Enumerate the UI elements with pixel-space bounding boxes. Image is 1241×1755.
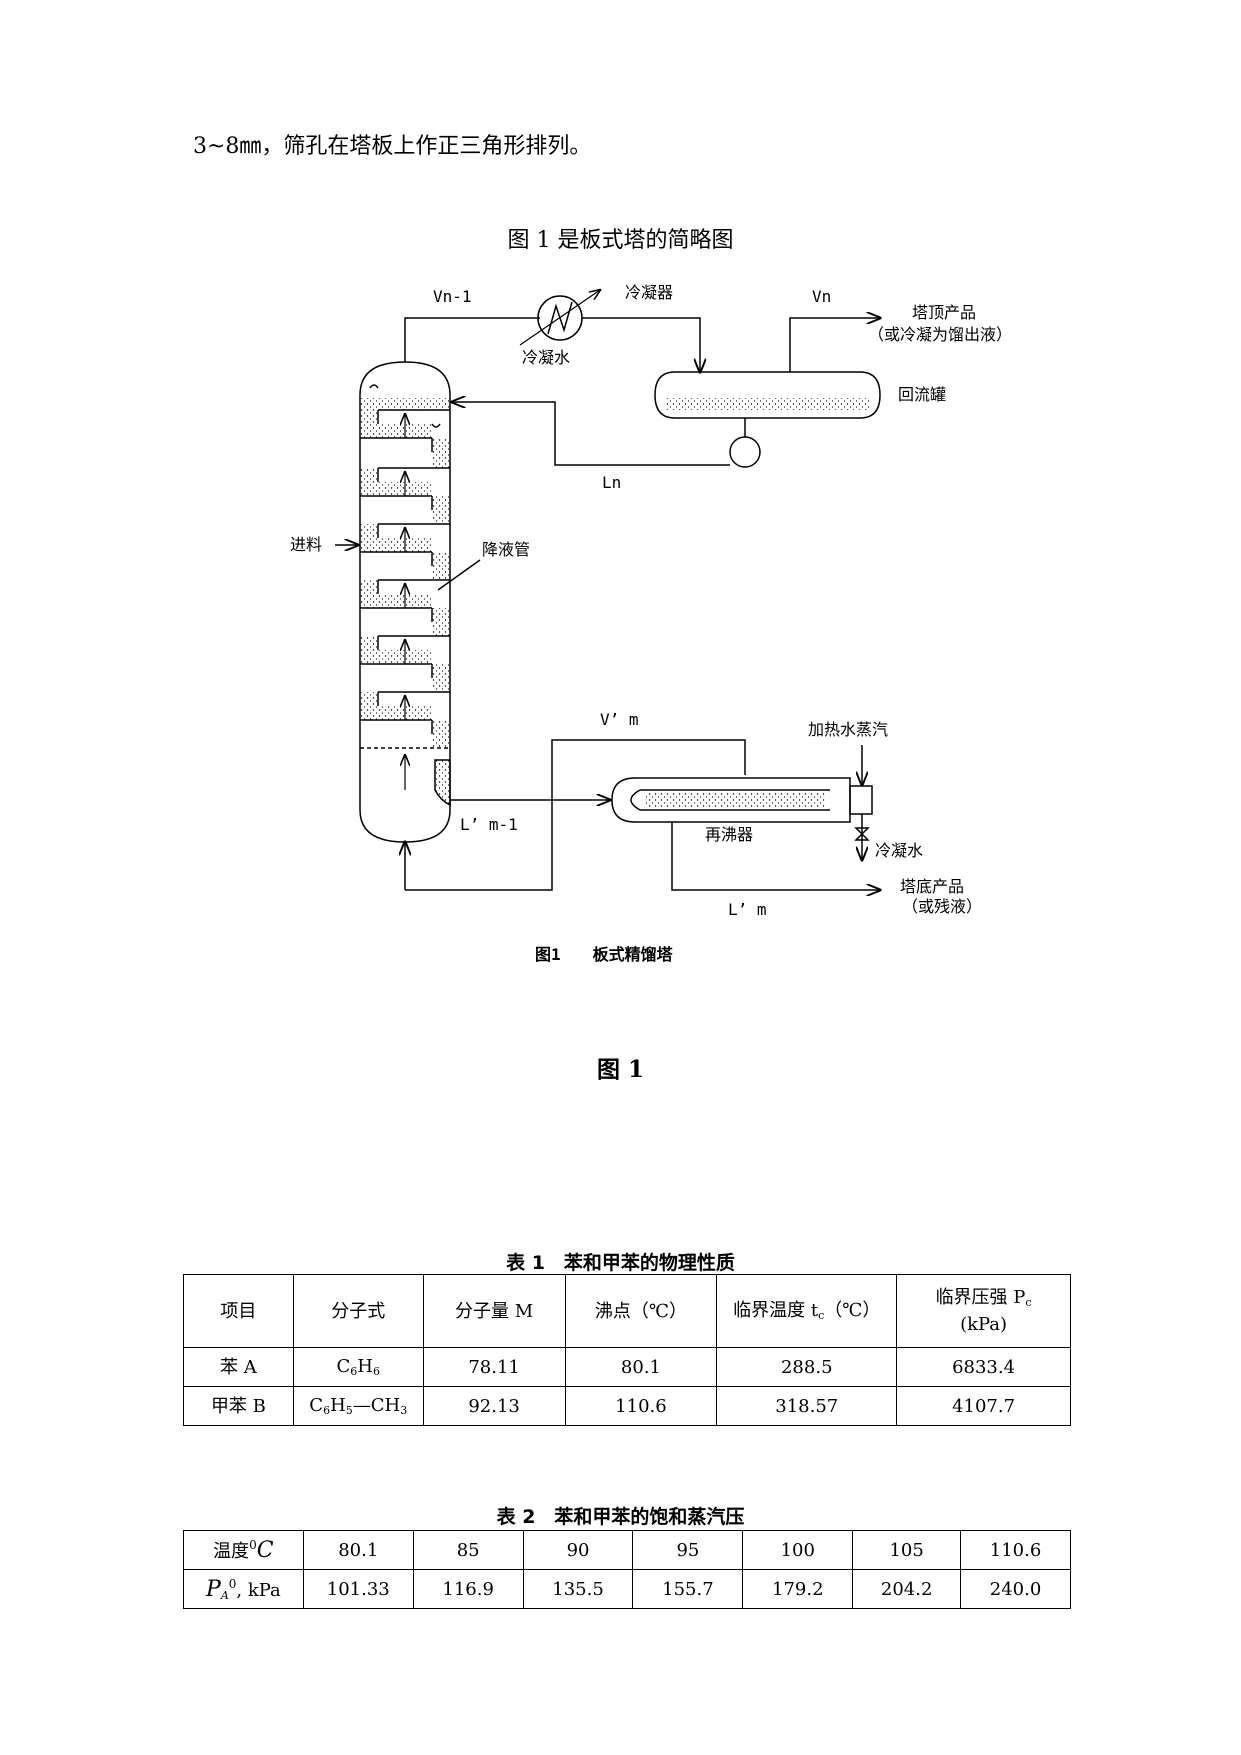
cell-pressure: 179.2 — [742, 1569, 854, 1609]
header-item: 项目 — [183, 1274, 294, 1348]
figure-title: 图 1 是板式塔的简略图 — [507, 228, 734, 253]
cell-tc: 288.5 — [716, 1347, 898, 1387]
cell-pressure: 101.33 — [302, 1569, 414, 1609]
label-l-prime-m-1: L’ m-1 — [460, 815, 518, 834]
header-critical-pressure: 临界压强 Pc(kPa) — [896, 1274, 1071, 1348]
column-shell — [359, 361, 451, 843]
label-cooling-water-top: 冷凝水 — [522, 348, 570, 367]
label-bottom-product-note: （或残液） — [902, 897, 982, 916]
label-v-prime-m: V’ m — [600, 710, 639, 729]
reflux-pump-icon — [729, 436, 761, 468]
trays — [360, 398, 451, 807]
reboiler — [611, 777, 851, 823]
cell-formula: C6H6 — [292, 1347, 424, 1387]
row-label-pressure: PA0, kPa — [183, 1569, 304, 1609]
cell-item: 苯 A — [183, 1347, 294, 1387]
label-reboiler: 再沸器 — [705, 825, 753, 844]
header-critical-temp: 临界温度 tc（℃） — [716, 1274, 898, 1348]
intro-text: 3~8㎜，筛孔在塔板上作正三角形排列。 — [193, 134, 592, 159]
label-ln: Ln — [602, 473, 621, 492]
cell-pc: 4107.7 — [896, 1386, 1071, 1426]
cell-temp: 95 — [632, 1530, 744, 1570]
label-reflux-drum: 回流罐 — [898, 385, 946, 404]
row-label-temperature: 温度0C — [183, 1530, 304, 1570]
header-boiling-point: 沸点（℃） — [564, 1274, 718, 1348]
header-molecular-weight: 分子量 M — [422, 1274, 566, 1348]
table2-vapor-pressure: 温度0C 80.1 85 90 95 100 105 110.6 PA0, kP… — [183, 1530, 1071, 1609]
label-vn: Vn — [812, 287, 831, 306]
label-vn-1: Vn-1 — [433, 287, 472, 306]
cell-temp: 100 — [742, 1530, 854, 1570]
distillation-column-diagram: Vn-1 冷凝器 Vn 塔顶产品 （或冷凝为馏出液） 冷凝水 回流罐 Ln 进料… — [290, 283, 1012, 964]
cell-temp: 90 — [522, 1530, 634, 1570]
cell-temp: 105 — [852, 1530, 962, 1570]
figure-caption: 图 1 — [596, 1056, 644, 1083]
table1-physical-properties: 项目 分子式 分子量 M 沸点（℃） 临界温度 tc（℃） 临界压强 Pc(kP… — [183, 1274, 1071, 1426]
cell-mw: 92.13 — [422, 1386, 566, 1426]
table-row: 苯 A C6H6 78.11 80.1 288.5 6833.4 — [183, 1347, 1071, 1387]
label-cooling-water-bottom: 冷凝水 — [875, 841, 923, 860]
cell-item: 甲苯 B — [183, 1386, 294, 1426]
figure-inner-caption: 图1 板式精馏塔 — [535, 945, 674, 964]
table1-caption: 表 1 苯和甲苯的物理性质 — [506, 1252, 735, 1274]
label-feed: 进料 — [290, 535, 322, 554]
header-formula: 分子式 — [292, 1274, 424, 1348]
table2-caption: 表 2 苯和甲苯的饱和蒸汽压 — [496, 1506, 745, 1528]
cell-temp: 85 — [412, 1530, 524, 1570]
label-bottom-product: 塔底产品 — [900, 877, 964, 896]
reflux-drum — [654, 371, 881, 419]
cell-temp: 80.1 — [302, 1530, 414, 1570]
cell-formula: C6H5—CH3 — [292, 1386, 424, 1426]
label-condenser: 冷凝器 — [625, 283, 673, 302]
cell-tc: 318.57 — [716, 1386, 898, 1426]
table-row-temperature: 温度0C 80.1 85 90 95 100 105 110.6 — [183, 1530, 1071, 1570]
cell-pressure: 116.9 — [412, 1569, 524, 1609]
cell-bp: 110.6 — [564, 1386, 718, 1426]
cell-pc: 6833.4 — [896, 1347, 1071, 1387]
label-top-product: 塔顶产品 — [912, 303, 976, 322]
label-top-product-note: （或冷凝为馏出液） — [868, 325, 1012, 344]
cell-bp: 80.1 — [564, 1347, 718, 1387]
cell-pressure: 204.2 — [852, 1569, 962, 1609]
cell-pressure: 240.0 — [960, 1569, 1071, 1609]
table-row: 甲苯 B C6H5—CH3 92.13 110.6 318.57 4107.7 — [183, 1386, 1071, 1426]
label-l-prime-m: L’ m — [728, 900, 767, 919]
cell-mw: 78.11 — [422, 1347, 566, 1387]
label-heating-steam: 加热水蒸汽 — [808, 720, 888, 739]
cell-pressure: 155.7 — [632, 1569, 744, 1609]
label-downcomer: 降液管 — [482, 540, 530, 559]
cell-pressure: 135.5 — [522, 1569, 634, 1609]
table-header-row: 项目 分子式 分子量 M 沸点（℃） 临界温度 tc（℃） 临界压强 Pc(kP… — [183, 1274, 1071, 1348]
cell-temp: 110.6 — [960, 1530, 1071, 1570]
table-row-pressure: PA0, kPa 101.33 116.9 135.5 155.7 179.2 … — [183, 1569, 1071, 1609]
